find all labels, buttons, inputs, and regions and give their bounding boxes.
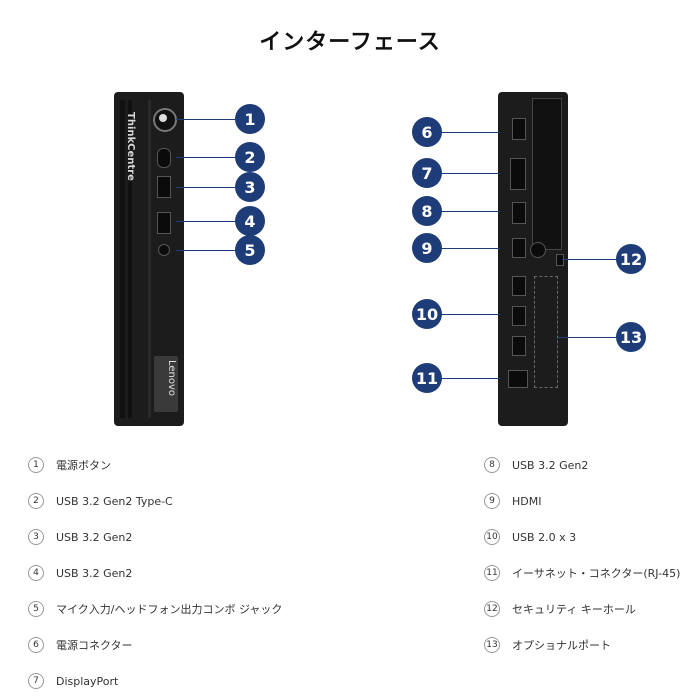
legend-item: 10 USB 2.0 x 3 <box>484 528 576 546</box>
power-led-icon <box>159 114 167 122</box>
legend-text: USB 3.2 Gen2 <box>56 566 133 580</box>
security-keyhole-icon <box>556 254 564 266</box>
legend-item: 3 USB 3.2 Gen2 <box>28 528 132 546</box>
legend-item: 13 オプショナルポート <box>484 636 611 654</box>
legend-number: 13 <box>484 637 500 653</box>
back-vent <box>532 98 562 250</box>
legend-text: イーサネット・コネクター(RJ-45) <box>512 567 681 580</box>
legend-item: 12 セキュリティ キーホール <box>484 600 636 618</box>
legend-text: USB 3.2 Gen2 Type-C <box>56 494 173 508</box>
legend-item: 4 USB 3.2 Gen2 <box>28 564 132 582</box>
usb-a-port-icon <box>157 212 171 234</box>
callout-line <box>562 259 618 260</box>
legend-text: DisplayPort <box>56 674 119 688</box>
callout-badge: 13 <box>616 322 646 352</box>
callout-badge: 4 <box>235 206 265 236</box>
legend-text: HDMI <box>512 494 542 508</box>
usb-c-port-icon <box>157 148 171 168</box>
usb-a-port-icon <box>512 276 526 296</box>
legend-text: USB 3.2 Gen2 <box>56 530 133 544</box>
legend-item: 9 HDMI <box>484 492 541 510</box>
lenovo-logo: Lenovo <box>166 360 177 397</box>
hdmi-port-icon <box>512 238 526 258</box>
callout-line <box>176 187 236 188</box>
front-vent-2 <box>128 100 132 418</box>
legend-item: 2 USB 3.2 Gen2 Type-C <box>28 492 173 510</box>
legend-number: 10 <box>484 529 500 545</box>
antenna-icon <box>530 242 546 258</box>
optional-port-area <box>534 276 558 388</box>
audio-jack-icon <box>158 244 170 256</box>
callout-badge: 5 <box>235 235 265 265</box>
legend-item: 7 DisplayPort <box>28 672 118 690</box>
legend-number: 3 <box>28 529 44 545</box>
legend-text: USB 2.0 x 3 <box>512 530 577 544</box>
callout-line <box>176 119 236 120</box>
callout-badge: 7 <box>412 158 442 188</box>
legend-item: 11 イーサネット・コネクター(RJ-45) <box>484 564 680 582</box>
callout-badge: 11 <box>412 363 442 393</box>
callout-line <box>440 132 500 133</box>
callout-badge: 6 <box>412 117 442 147</box>
legend-text: オプショナルポート <box>512 639 611 652</box>
legend-number: 9 <box>484 493 500 509</box>
page-title: インターフェース <box>259 30 441 55</box>
usb-a-port-icon <box>512 202 526 224</box>
legend-number: 1 <box>28 457 44 473</box>
legend-number: 11 <box>484 565 500 581</box>
legend-number: 2 <box>28 493 44 509</box>
callout-line <box>440 248 500 249</box>
callout-badge: 8 <box>412 196 442 226</box>
legend-number: 7 <box>28 673 44 689</box>
ethernet-port-icon <box>508 370 528 388</box>
usb-a-port-icon <box>512 336 526 356</box>
usb-a-port-icon <box>157 176 171 198</box>
callout-line <box>176 221 236 222</box>
legend-text: 電源ボタン <box>56 459 111 472</box>
legend-text: 電源コネクター <box>56 639 133 652</box>
front-vent-1 <box>120 100 125 418</box>
callout-line <box>176 157 236 158</box>
legend-item: 5 マイク入力/ヘッドフォン出力コンボ ジャック <box>28 600 282 618</box>
legend-number: 4 <box>28 565 44 581</box>
legend-number: 5 <box>28 601 44 617</box>
displayport-icon <box>510 158 526 190</box>
front-view-pc <box>114 92 184 426</box>
callout-line <box>440 211 500 212</box>
power-connector-icon <box>512 118 526 140</box>
legend-number: 12 <box>484 601 500 617</box>
callout-badge: 2 <box>235 142 265 172</box>
callout-line <box>440 173 500 174</box>
callout-line <box>440 378 500 379</box>
thinkcentre-logo: ThinkCentre <box>125 112 136 181</box>
callout-badge: 1 <box>235 104 265 134</box>
callout-badge: 10 <box>412 299 442 329</box>
callout-line <box>558 337 618 338</box>
legend-number: 8 <box>484 457 500 473</box>
legend-text: USB 3.2 Gen2 <box>512 458 589 472</box>
legend-item: 6 電源コネクター <box>28 636 133 654</box>
legend-text: セキュリティ キーホール <box>512 603 636 616</box>
front-divider <box>148 100 151 418</box>
usb-a-port-icon <box>512 306 526 326</box>
lenovo-badge <box>154 356 178 412</box>
callout-line <box>440 314 500 315</box>
legend-text: マイク入力/ヘッドフォン出力コンボ ジャック <box>56 603 283 616</box>
legend-number: 6 <box>28 637 44 653</box>
callout-badge: 9 <box>412 233 442 263</box>
callout-line <box>176 250 236 251</box>
callout-badge: 3 <box>235 172 265 202</box>
legend-item: 1 電源ボタン <box>28 456 111 474</box>
callout-badge: 12 <box>616 244 646 274</box>
legend-item: 8 USB 3.2 Gen2 <box>484 456 588 474</box>
